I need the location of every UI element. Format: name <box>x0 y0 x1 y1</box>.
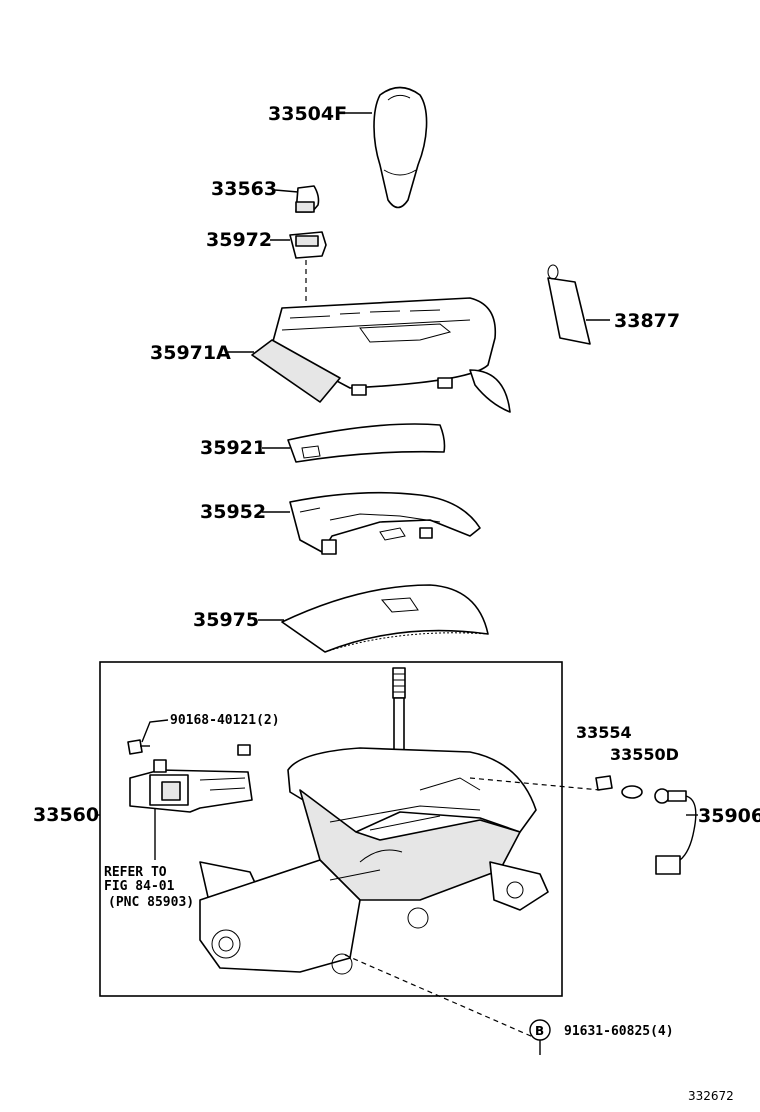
assembly-frame <box>99 661 563 997</box>
slide-plate-part <box>287 423 446 463</box>
leader-33563 <box>274 189 299 193</box>
bolt-part <box>127 739 150 755</box>
reference-line-1: REFER TO <box>104 865 167 880</box>
shift-lever-base <box>199 747 549 975</box>
label-35921: 35921 <box>200 437 266 459</box>
label-33504F: 33504F <box>268 103 347 125</box>
label-33550D: 33550D <box>610 745 679 764</box>
b-marker-icon <box>529 1019 551 1041</box>
indicator-base-part <box>289 491 481 555</box>
switch-part <box>289 231 327 259</box>
figure-number: 332672 <box>688 1089 734 1103</box>
indicator-housing-part <box>251 297 511 413</box>
reference-line-2: FIG 84-01 <box>104 879 175 894</box>
label-33563: 33563 <box>211 178 277 200</box>
label-35975: 35975 <box>193 609 259 631</box>
label-35972: 35972 <box>206 229 272 251</box>
label-35952: 35952 <box>200 501 266 523</box>
label-33560: 33560 <box>33 804 99 826</box>
shift-button <box>295 185 320 213</box>
label-33877: 33877 <box>614 310 680 332</box>
label-35971A: 35971A <box>150 342 231 364</box>
label-91631-60825: 91631-60825(4) <box>564 1024 674 1039</box>
b-marker-letter: B <box>535 1024 544 1038</box>
reference-line-3: (PNC 85903) <box>108 895 194 910</box>
label-tag-part <box>547 264 591 345</box>
bushing-part <box>621 785 643 799</box>
solenoid-part <box>129 744 253 813</box>
label-33554: 33554 <box>576 723 632 742</box>
label-35906: 35906 <box>698 805 760 827</box>
dash-stopper <box>469 777 601 791</box>
stopper-part <box>595 775 613 791</box>
dash-mount <box>344 954 541 1041</box>
shift-knob <box>373 86 428 209</box>
wire-harness-part <box>654 788 697 875</box>
dust-cover-part <box>281 584 489 653</box>
leader-bolt <box>141 719 169 743</box>
label-90168-40121: 90168-40121(2) <box>170 713 280 728</box>
shift-lever-rod <box>392 667 406 789</box>
